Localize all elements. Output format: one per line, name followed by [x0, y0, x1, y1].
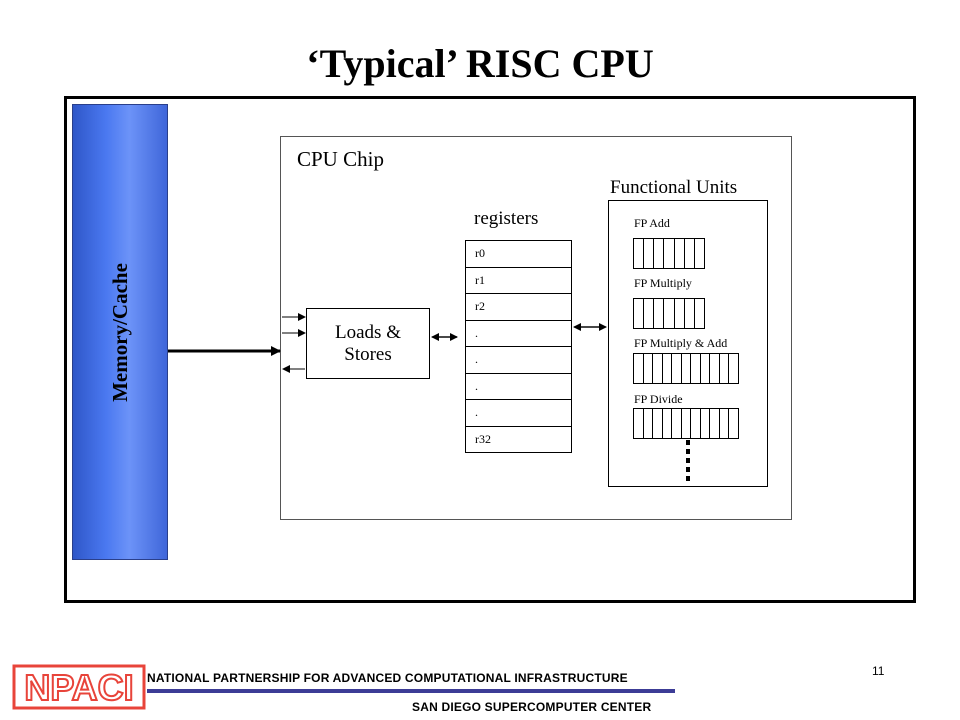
diagram-frame — [64, 96, 916, 603]
registers-label: registers — [474, 208, 539, 229]
pipeline-stage — [634, 354, 644, 383]
register-row: r1 — [466, 268, 571, 294]
pipeline-stage — [653, 354, 663, 383]
pipeline-stage — [672, 354, 682, 383]
pipeline-stage — [682, 354, 692, 383]
register-row: r2 — [466, 294, 571, 321]
footer-org-name: NATIONAL PARTNERSHIP FOR ADVANCED COMPUT… — [147, 671, 628, 685]
loads-stores-box: Loads & Stores — [306, 308, 430, 379]
footer-rule — [147, 689, 675, 693]
fu-name-fp-multiply: FP Multiply — [634, 276, 692, 290]
pipeline-fp-multiply-add — [633, 353, 739, 384]
npaci-logo-text: NPACI — [24, 667, 133, 708]
slide-title: ‘Typical’ RISC CPU — [306, 41, 654, 86]
pipeline-stage — [664, 299, 675, 328]
footer-center-name: SAN DIEGO SUPERCOMPUTER CENTER — [412, 700, 652, 714]
register-row: . — [466, 321, 571, 347]
pipeline-fp-add — [633, 238, 705, 269]
functional-units-label: Functional Units — [610, 177, 738, 198]
pipeline-stage — [685, 239, 695, 268]
pipeline-stage — [682, 409, 692, 438]
pipeline-stage — [701, 354, 711, 383]
pipeline-stage — [654, 239, 665, 268]
pipeline-stage — [663, 409, 673, 438]
pipeline-stage — [644, 239, 655, 268]
pipeline-stage — [664, 239, 675, 268]
loads-stores-line1: Loads & — [335, 321, 401, 343]
register-row: r32 — [475, 431, 491, 446]
pipeline-stage — [710, 354, 720, 383]
pipeline-stage — [644, 354, 654, 383]
pipeline-stage — [672, 409, 682, 438]
register-file: r0 r1 r2 . . . . r32 — [465, 240, 572, 453]
pipeline-stage — [685, 299, 695, 328]
pipeline-stage — [654, 299, 665, 328]
functional-units-box — [608, 200, 768, 487]
pipeline-stage — [691, 354, 701, 383]
npaci-logo: NPACI — [12, 664, 146, 710]
fu-name-fp-add: FP Add — [634, 216, 670, 230]
pipeline-stage — [634, 299, 645, 328]
pipeline-stage — [634, 239, 645, 268]
fu-name-fp-multiply-add: FP Multiply & Add — [634, 336, 728, 350]
register-row: . — [466, 400, 571, 427]
pipeline-stage — [634, 409, 644, 438]
page-number: 11 — [872, 664, 885, 678]
cpu-chip-box — [280, 136, 792, 520]
pipeline-stage — [675, 299, 685, 328]
pipeline-stage — [663, 354, 673, 383]
register-row: . — [466, 347, 571, 374]
register-row: r0 — [466, 241, 571, 268]
pipeline-stage — [701, 409, 711, 438]
memory-cache-block — [72, 104, 168, 560]
pipeline-fp-divide — [633, 408, 739, 439]
pipeline-fp-multiply — [633, 298, 705, 329]
pipeline-stage — [691, 409, 701, 438]
pipeline-stage — [675, 239, 685, 268]
register-row: . — [466, 374, 571, 400]
cpu-chip-label: CPU Chip — [297, 147, 384, 171]
pipeline-stage — [720, 354, 730, 383]
pipeline-stage — [644, 409, 654, 438]
pipeline-stage — [710, 409, 720, 438]
loads-stores-line2: Stores — [344, 343, 392, 365]
fu-name-fp-divide: FP Divide — [634, 392, 683, 406]
pipeline-stage — [644, 299, 655, 328]
pipeline-stage — [653, 409, 663, 438]
pipeline-stage — [720, 409, 730, 438]
